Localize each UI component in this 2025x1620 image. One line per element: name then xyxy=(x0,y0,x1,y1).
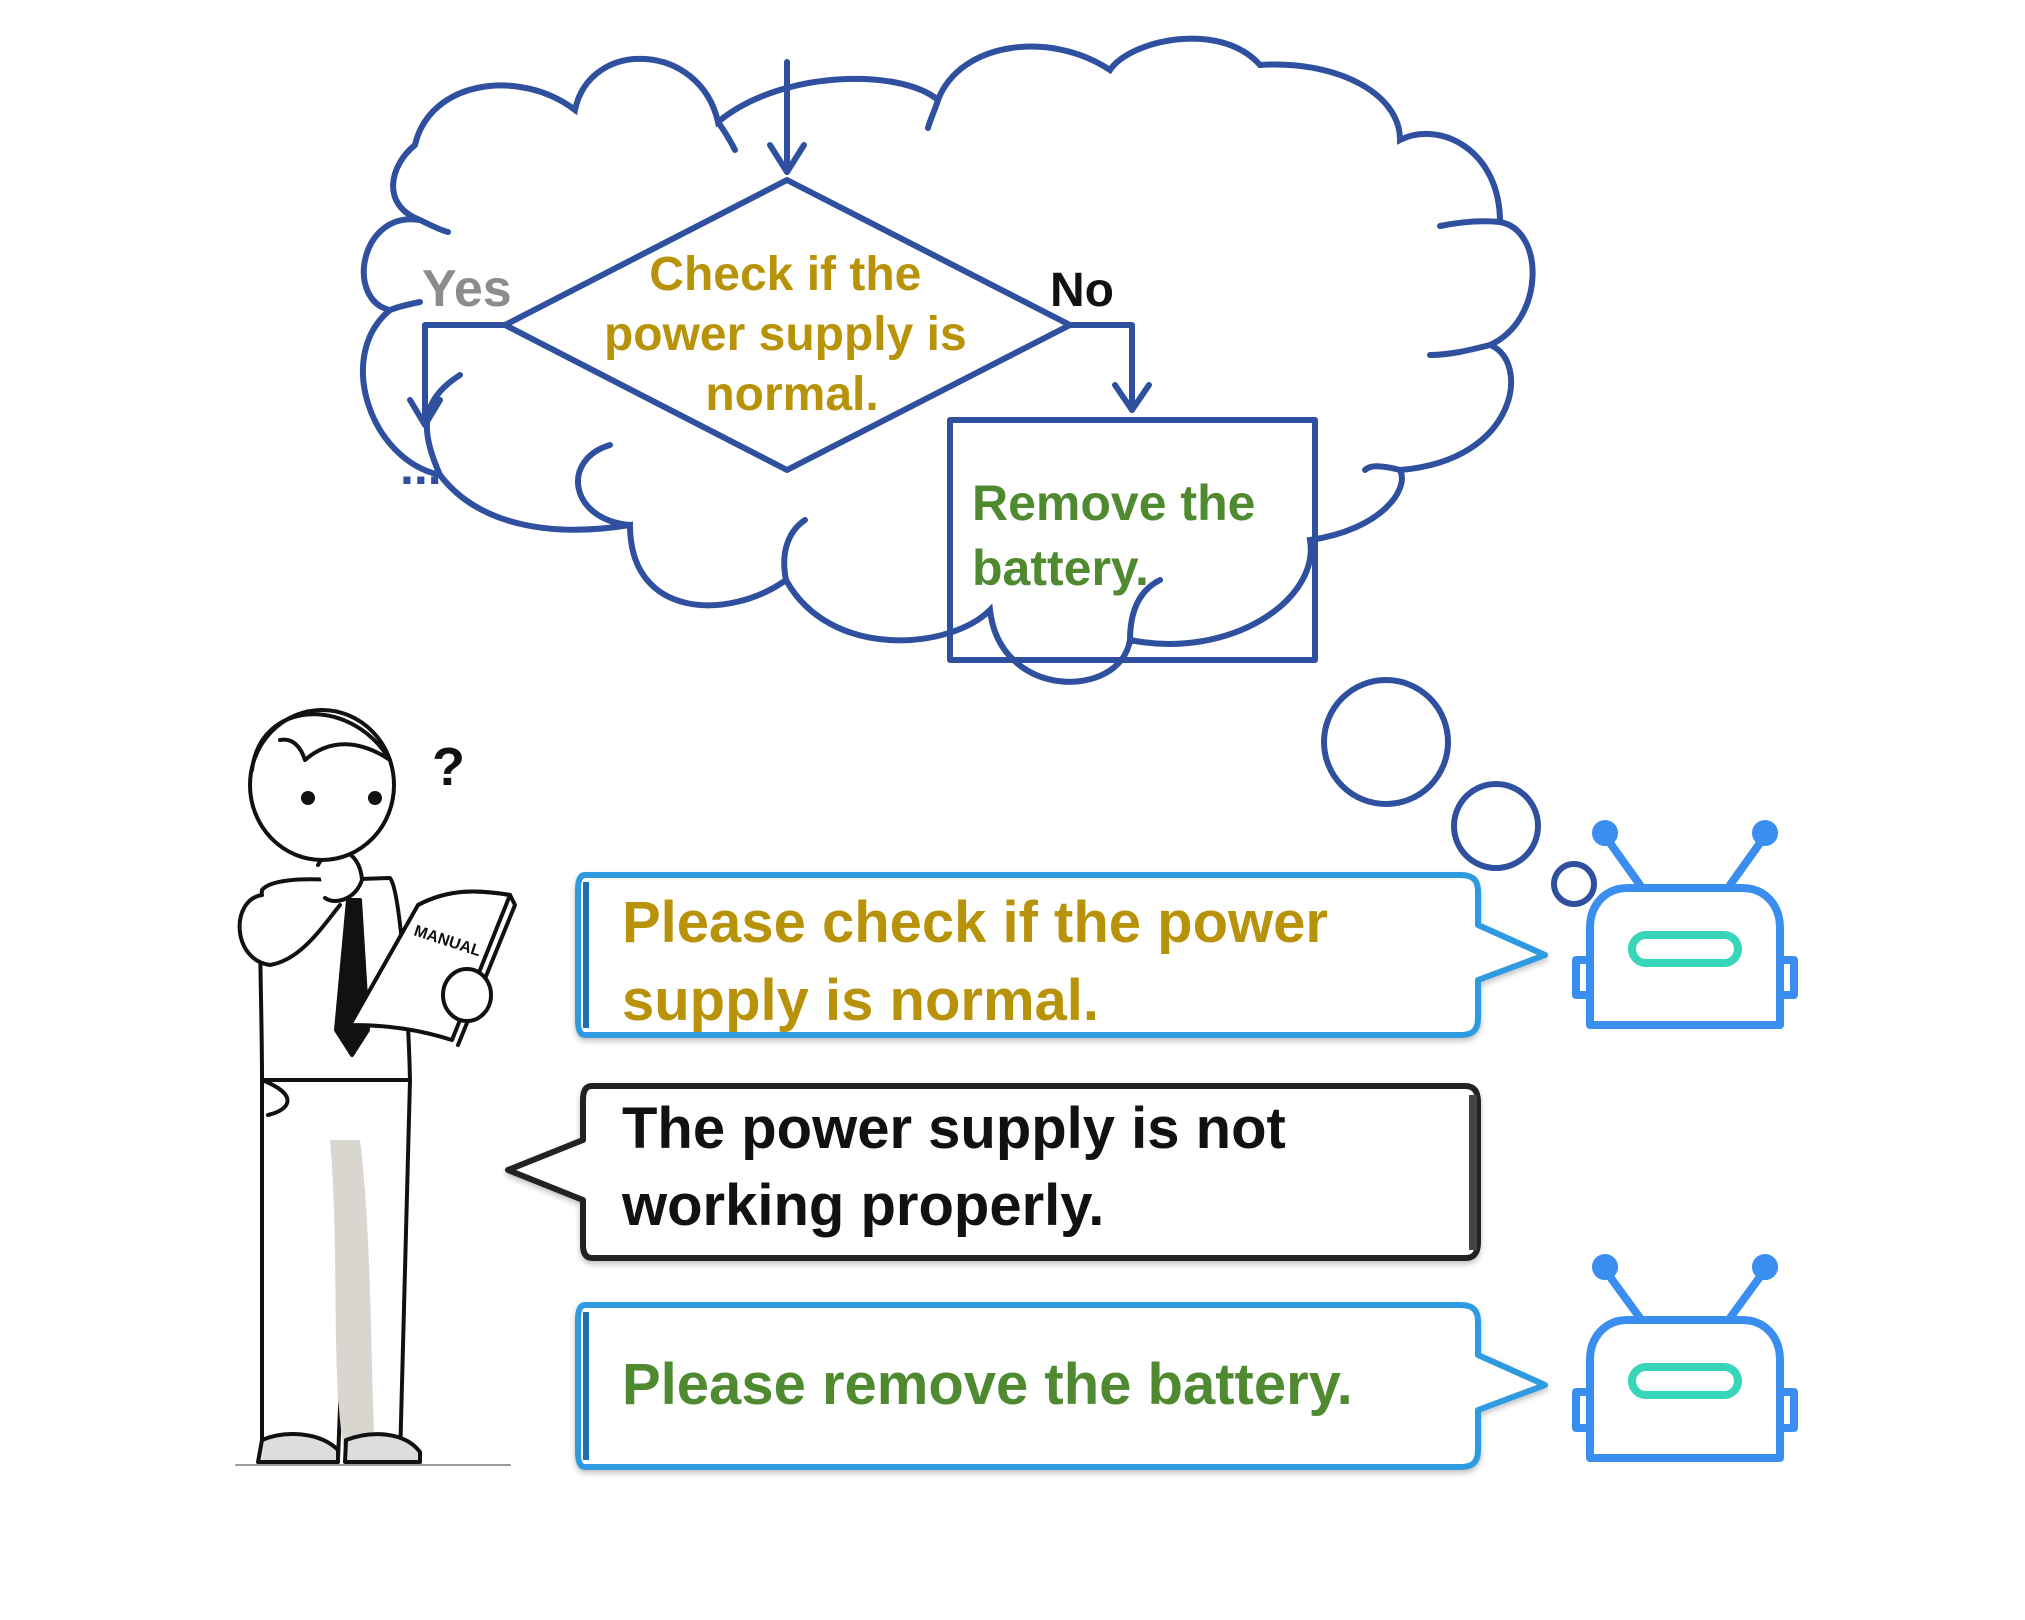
right-hand xyxy=(441,967,493,1023)
decision-text: Check if the power supply is normal. xyxy=(604,248,980,421)
action-text: Remove the battery. xyxy=(972,475,1269,596)
yes-arrowhead xyxy=(407,397,443,428)
action-box xyxy=(947,417,1318,663)
right-eye xyxy=(368,791,382,805)
hair xyxy=(250,712,392,772)
manual-spine xyxy=(416,889,517,1047)
entry-arrowhead xyxy=(767,142,807,175)
yes-ellipsis: ... xyxy=(400,439,442,495)
pocket xyxy=(260,1078,290,1117)
robot-icon-2 xyxy=(1572,1254,1798,1462)
decision-diamond xyxy=(502,177,1073,473)
no-label: No xyxy=(1050,264,1114,317)
robot-icon-1 xyxy=(1572,820,1798,1029)
question-mark: ? xyxy=(432,737,465,797)
right-shoe xyxy=(343,1432,422,1464)
thought-bubble-small xyxy=(1551,861,1597,907)
user-message: The power supply is not working properly… xyxy=(621,1096,1302,1238)
yes-branch-line xyxy=(422,322,508,428)
left-eye xyxy=(301,791,315,805)
head xyxy=(248,708,396,862)
robot-message-1: Please check if the power supply is norm… xyxy=(622,890,1344,1033)
yes-label: Yes xyxy=(422,260,512,318)
person-figure xyxy=(235,708,517,1466)
trouser-shade xyxy=(330,1140,375,1455)
robot-bubble-2 xyxy=(575,1302,1548,1470)
user-bubble xyxy=(505,1083,1481,1261)
thought-bubble-medium xyxy=(1451,781,1541,871)
flowchart xyxy=(407,59,1318,663)
no-branch-line xyxy=(1067,322,1135,413)
left-shoe xyxy=(256,1432,340,1464)
left-arm xyxy=(237,893,342,967)
robot-bubble-1 xyxy=(575,872,1548,1038)
no-arrowhead xyxy=(1112,382,1152,413)
thought-bubble-large xyxy=(1321,677,1451,807)
robot-message-2: Please remove the battery. xyxy=(622,1352,1353,1417)
